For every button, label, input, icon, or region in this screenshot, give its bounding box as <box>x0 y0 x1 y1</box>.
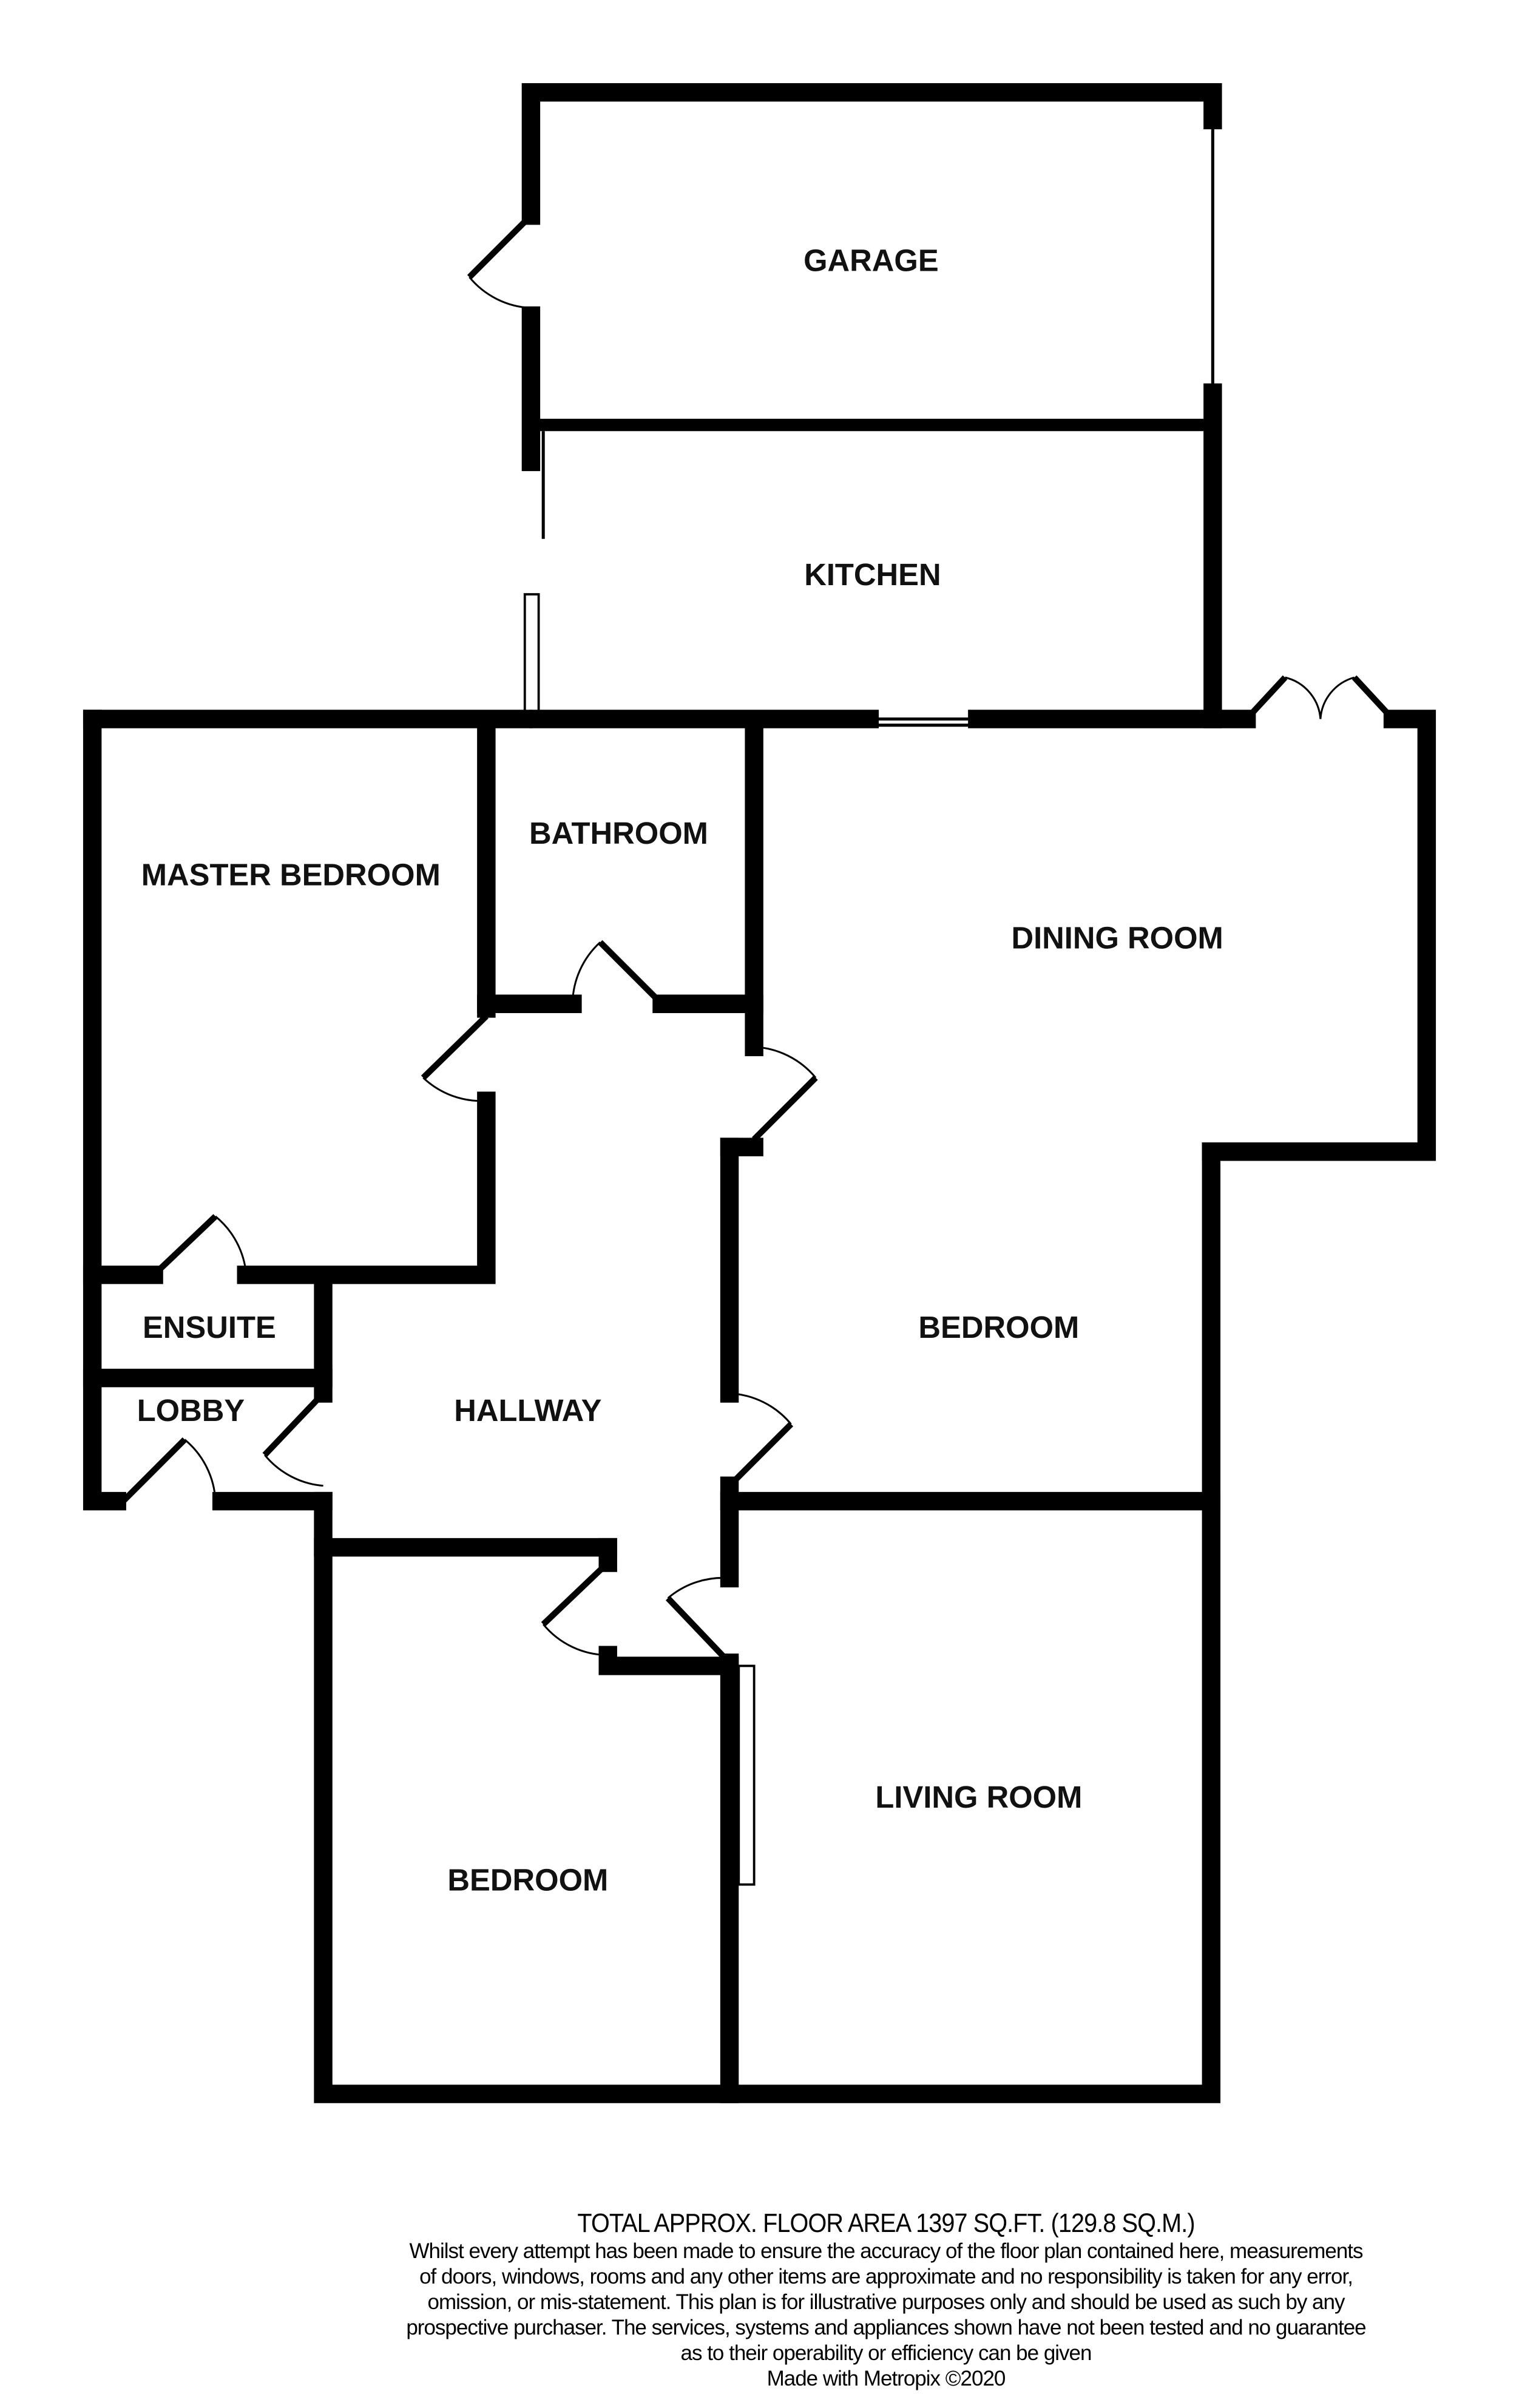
room-label-bedroom: BEDROOM <box>918 1310 1079 1345</box>
kitchen-window <box>523 593 540 722</box>
room-labels: GARAGE KITCHEN MASTER BEDROOM BATHROOM D… <box>137 243 1223 1897</box>
disclaimer-line: of doors, windows, rooms and any other i… <box>419 2265 1353 2288</box>
doors <box>121 213 1395 1665</box>
total-floor-area: TOTAL APPROX. FLOOR AREA 1397 SQ.FT. (12… <box>577 2208 1195 2238</box>
footer: TOTAL APPROX. FLOOR AREA 1397 SQ.FT. (12… <box>328 2208 1444 2392</box>
room-label-hallway: HALLWAY <box>454 1393 601 1428</box>
room-label-lobby: LOBBY <box>137 1393 245 1428</box>
disclaimer-line: prospective purchaser. The services, sys… <box>406 2316 1366 2339</box>
room-label-bedroom: BEDROOM <box>447 1863 608 1898</box>
room-label-living-room: LIVING ROOM <box>875 1780 1082 1814</box>
disclaimer-line: Whilst every attempt has been made to en… <box>409 2239 1363 2263</box>
room-label-garage: GARAGE <box>803 243 939 277</box>
room-label-master-bedroom: MASTER BEDROOM <box>141 857 441 892</box>
room-label-ensuite: ENSUITE <box>143 1310 276 1345</box>
disclaimer-line: as to their operability or efficiency ca… <box>680 2341 1092 2365</box>
walls <box>83 83 1436 2103</box>
disclaimer-line: omission, or mis-statement. This plan is… <box>427 2290 1345 2314</box>
living-room-window <box>737 1664 756 1886</box>
room-label-bathroom: BATHROOM <box>529 816 708 850</box>
room-label-kitchen: KITCHEN <box>804 557 941 592</box>
credit: Made with Metropix ©2020 <box>766 2367 1006 2390</box>
room-label-dining-room: DINING ROOM <box>1011 920 1223 955</box>
